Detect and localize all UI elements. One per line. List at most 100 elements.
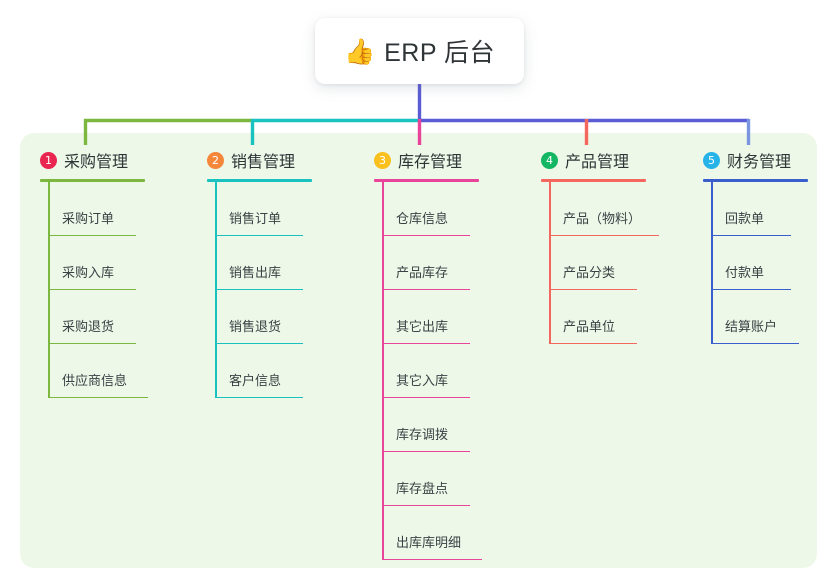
leaf-label: 仓库信息 — [396, 211, 449, 226]
branch-header-rule-5 — [703, 179, 808, 182]
branch-header-rule-1 — [40, 179, 145, 182]
leaf-item[interactable]: 产品分类 — [541, 236, 686, 290]
leaf-rule — [382, 288, 470, 290]
branch-header-sales[interactable]: 2 销售管理 — [207, 148, 352, 172]
leaf-item[interactable]: 供应商信息 — [40, 344, 185, 398]
leaf-list-finance: 回款单 付款单 结算账户 — [703, 182, 839, 344]
branch-badge-4: 4 — [541, 151, 558, 169]
branch-column-purchasing: 1 采购管理 采购订单 采购入库 采购退货 供应商信息 — [40, 148, 185, 398]
branch-header-purchasing[interactable]: 1 采购管理 — [40, 148, 185, 172]
branch-title-inventory: 库存管理 — [398, 154, 463, 171]
leaf-rule — [711, 342, 799, 344]
leaf-label: 其它入库 — [396, 373, 449, 388]
leaf-label: 客户信息 — [229, 373, 282, 388]
branch-badge-5: 5 — [703, 151, 720, 169]
leaf-item[interactable]: 库存调拨 — [374, 398, 519, 452]
leaf-item[interactable]: 其它出库 — [374, 290, 519, 344]
leaf-rule — [382, 450, 470, 452]
leaf-spine-1 — [48, 182, 50, 398]
branch-header-finance[interactable]: 5 财务管理 — [703, 148, 839, 172]
leaf-item[interactable]: 其它入库 — [374, 344, 519, 398]
branch-header-rule-4 — [541, 179, 646, 182]
leaf-label: 销售出库 — [229, 265, 282, 280]
leaf-label: 销售退货 — [229, 319, 282, 334]
leaf-rule — [48, 342, 136, 344]
thumbs-up-icon: 👍 — [343, 36, 376, 66]
leaf-rule — [215, 288, 303, 290]
leaf-item[interactable]: 付款单 — [703, 236, 839, 290]
leaf-rule — [215, 342, 303, 344]
leaf-label: 产品库存 — [396, 265, 449, 280]
leaf-item[interactable]: 回款单 — [703, 182, 839, 236]
leaf-item[interactable]: 客户信息 — [207, 344, 352, 398]
branch-header-product[interactable]: 4 产品管理 — [541, 148, 686, 172]
branch-title-finance: 财务管理 — [727, 154, 792, 171]
branch-title-sales: 销售管理 — [231, 154, 296, 171]
leaf-rule — [711, 288, 791, 290]
leaf-item[interactable]: 销售订单 — [207, 182, 352, 236]
leaf-label: 库存调拨 — [396, 427, 449, 442]
branch-column-finance: 5 财务管理 回款单 付款单 结算账户 — [703, 148, 839, 344]
branch-column-product: 4 产品管理 产品（物料） 产品分类 产品单位 — [541, 148, 686, 344]
leaf-rule — [382, 396, 470, 398]
leaf-item[interactable]: 销售退货 — [207, 290, 352, 344]
leaf-spine-4 — [549, 182, 551, 344]
diagram-background-panel — [20, 133, 817, 568]
root-node-content: 👍 ERP 后台 — [344, 33, 495, 69]
leaf-rule — [382, 234, 470, 236]
leaf-label: 采购入库 — [62, 265, 115, 280]
leaf-label: 采购退货 — [62, 319, 115, 334]
leaf-list-sales: 销售订单 销售出库 销售退货 客户信息 — [207, 182, 352, 398]
branch-badge-3: 3 — [374, 151, 391, 169]
leaf-rule — [382, 558, 482, 560]
branch-badge-1: 1 — [40, 151, 57, 169]
leaf-label: 产品分类 — [563, 265, 616, 280]
leaf-item[interactable]: 采购退货 — [40, 290, 185, 344]
leaf-item[interactable]: 销售出库 — [207, 236, 352, 290]
leaf-label: 采购订单 — [62, 211, 115, 226]
branch-column-sales: 2 销售管理 销售订单 销售出库 销售退货 客户信息 — [207, 148, 352, 398]
leaf-label: 其它出库 — [396, 319, 449, 334]
branch-header-inventory[interactable]: 3 库存管理 — [374, 148, 519, 172]
leaf-item[interactable]: 出库库明细 — [374, 506, 519, 560]
branch-column-inventory: 3 库存管理 仓库信息 产品库存 其它出库 其它入库 库存调拨 — [374, 148, 519, 560]
leaf-item[interactable]: 采购入库 — [40, 236, 185, 290]
leaf-item[interactable]: 产品库存 — [374, 236, 519, 290]
leaf-rule — [48, 288, 136, 290]
leaf-item[interactable]: 结算账户 — [703, 290, 839, 344]
leaf-label: 出库库明细 — [396, 535, 462, 550]
leaf-label: 产品单位 — [563, 319, 616, 334]
leaf-label: 销售订单 — [229, 211, 282, 226]
leaf-rule — [382, 342, 470, 344]
leaf-item[interactable]: 产品（物料） — [541, 182, 686, 236]
leaf-list-product: 产品（物料） 产品分类 产品单位 — [541, 182, 686, 344]
leaf-item[interactable]: 库存盘点 — [374, 452, 519, 506]
leaf-rule — [549, 234, 659, 236]
root-node-card[interactable]: 👍 ERP 后台 — [315, 18, 524, 84]
leaf-label: 产品（物料） — [563, 211, 642, 226]
leaf-item[interactable]: 采购订单 — [40, 182, 185, 236]
branch-title-product: 产品管理 — [565, 154, 630, 171]
leaf-label: 回款单 — [725, 211, 765, 226]
branch-badge-2: 2 — [207, 151, 224, 169]
leaf-rule — [48, 396, 148, 398]
leaf-rule — [215, 396, 303, 398]
branch-header-rule-3 — [374, 179, 479, 182]
branch-header-rule-2 — [207, 179, 312, 182]
leaf-rule — [549, 288, 637, 290]
leaf-rule — [711, 234, 791, 236]
leaf-rule — [48, 234, 136, 236]
leaf-rule — [382, 504, 470, 506]
leaf-rule — [215, 234, 303, 236]
leaf-label: 结算账户 — [725, 319, 778, 334]
leaf-rule — [549, 342, 637, 344]
leaf-label: 库存盘点 — [396, 481, 449, 496]
branch-title-purchasing: 采购管理 — [64, 154, 129, 171]
leaf-spine-3 — [382, 182, 384, 560]
leaf-list-purchasing: 采购订单 采购入库 采购退货 供应商信息 — [40, 182, 185, 398]
root-node-title: ERP 后台 — [384, 39, 496, 67]
leaf-label: 供应商信息 — [62, 373, 128, 388]
leaf-spine-5 — [711, 182, 713, 344]
leaf-item[interactable]: 产品单位 — [541, 290, 686, 344]
leaf-item[interactable]: 仓库信息 — [374, 182, 519, 236]
